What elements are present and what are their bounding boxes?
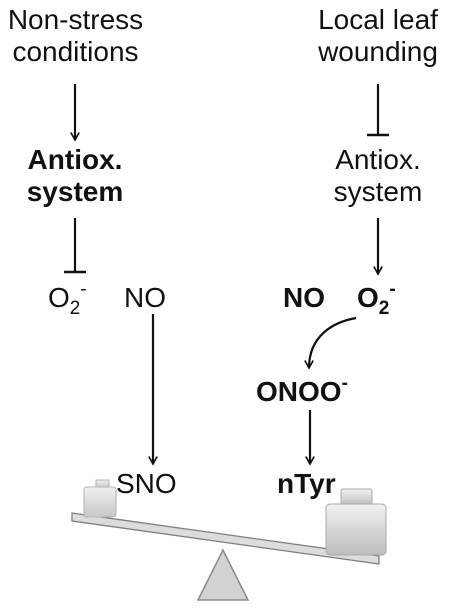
o2-superoxide-left-label: O2-: [48, 279, 87, 319]
o2-superoxide-right-label: O2-: [357, 279, 396, 319]
large-weight: [325, 488, 387, 556]
scale-beam: [71, 512, 380, 565]
sno-label: SNO: [116, 468, 177, 499]
ntyr-label: nTyr: [277, 468, 336, 499]
antiox-system-right-label: Antiox.system: [333, 144, 423, 207]
small-weight: [83, 479, 117, 518]
arrow-no-o2-to-onoo: [309, 316, 357, 368]
peroxynitrite-label: ONOO-: [256, 373, 348, 407]
fulcrum: [196, 548, 250, 601]
no-left-label: NO: [124, 282, 166, 313]
balance-scale: [71, 479, 387, 601]
antiox-system-left-label: Antiox.system: [26, 144, 124, 207]
no-right-label: NO: [283, 282, 325, 313]
